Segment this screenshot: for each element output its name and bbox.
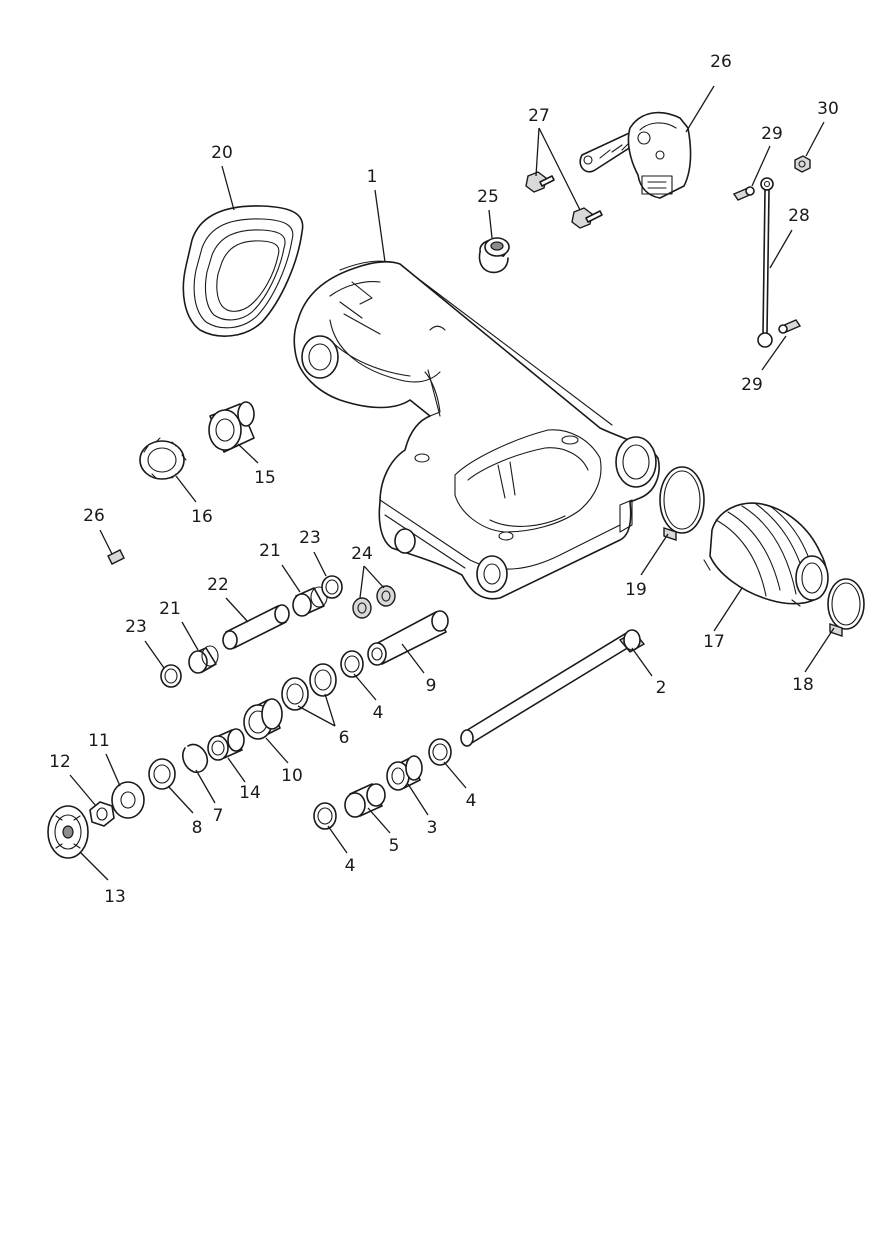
part-4-ring-right — [428, 738, 452, 766]
part-9-inner-tube — [367, 610, 449, 666]
callout-4: 4 — [373, 703, 384, 723]
callout-23: 23 — [125, 617, 147, 637]
part-16-lock-ring — [139, 437, 187, 480]
callout-26: 26 — [83, 506, 105, 526]
part-2-pivot-spindle — [460, 629, 646, 747]
callout-22: 22 — [207, 575, 229, 595]
callout-5: 5 — [389, 836, 400, 856]
part-20-seal-ring — [182, 205, 304, 337]
callout-13: 13 — [104, 887, 126, 907]
callout-30: 30 — [817, 99, 839, 119]
callout-9: 9 — [426, 676, 437, 696]
part-26-height-sensor — [579, 111, 692, 199]
callout-4: 4 — [466, 791, 477, 811]
callout-12: 12 — [49, 752, 71, 772]
callout-18: 18 — [792, 675, 814, 695]
part-18-clamp — [827, 578, 865, 637]
callout-17: 17 — [703, 632, 725, 652]
part-26-screw — [107, 549, 125, 565]
part-13-end-cap — [47, 805, 89, 859]
callout-19: 19 — [625, 580, 647, 600]
part-30-nut — [794, 155, 811, 173]
callout-11: 11 — [88, 731, 110, 751]
part-21-upper-sleeve — [292, 586, 328, 617]
part-22-spacer-tube — [222, 604, 290, 650]
part-23-upper-ring — [321, 575, 343, 599]
part-8-ring — [148, 758, 176, 790]
callout-29: 29 — [741, 375, 763, 395]
callout-2: 2 — [656, 678, 667, 698]
part-19-clamp — [659, 466, 705, 541]
part-4-ring-lower — [313, 802, 337, 830]
callout-25: 25 — [477, 187, 499, 207]
part-29-ball-studs — [732, 186, 802, 334]
callout-16: 16 — [191, 507, 213, 527]
callout-21: 21 — [259, 541, 281, 561]
part-27-bolts — [525, 171, 603, 229]
part-4-ring-upper — [340, 650, 364, 678]
callout-4: 4 — [345, 856, 356, 876]
part-11-washer — [111, 781, 145, 819]
callout-20: 20 — [211, 143, 233, 163]
part-6-bearings — [281, 663, 337, 711]
part-17-rubber-boot — [703, 502, 829, 607]
part-12-nut — [89, 801, 115, 827]
part-15-bush — [208, 401, 255, 453]
part-21-lower-sleeve — [188, 645, 219, 674]
callout-labels: 1 2 3 4 4 4 5 6 7 8 9 10 11 12 13 14 15 … — [49, 52, 839, 907]
callout-27: 27 — [528, 106, 550, 126]
part-28-link-rod — [757, 177, 774, 348]
callout-26: 26 — [710, 52, 732, 72]
part-7-circlip — [182, 743, 209, 774]
callout-24: 24 — [351, 544, 373, 564]
part-1-swingarm — [293, 260, 660, 600]
part-10-bushing — [243, 698, 283, 740]
callout-23: 23 — [299, 528, 321, 548]
leader-lines — [69, 85, 835, 881]
part-5-sleeve — [344, 783, 386, 818]
callout-29: 29 — [761, 124, 783, 144]
callout-28: 28 — [788, 206, 810, 226]
callout-3: 3 — [427, 818, 438, 838]
part-24-plugs — [352, 585, 396, 619]
part-23-lower-ring — [160, 664, 182, 688]
callout-10: 10 — [281, 766, 303, 786]
part-25-grommet — [478, 237, 510, 274]
part-3-bushing — [386, 755, 423, 791]
callout-7: 7 — [213, 806, 224, 826]
callout-8: 8 — [192, 818, 203, 838]
callout-14: 14 — [239, 783, 261, 803]
callout-15: 15 — [254, 468, 276, 488]
callout-1: 1 — [367, 167, 378, 187]
callout-21: 21 — [159, 599, 181, 619]
part-14-collar — [207, 728, 245, 761]
callout-6: 6 — [339, 728, 350, 748]
